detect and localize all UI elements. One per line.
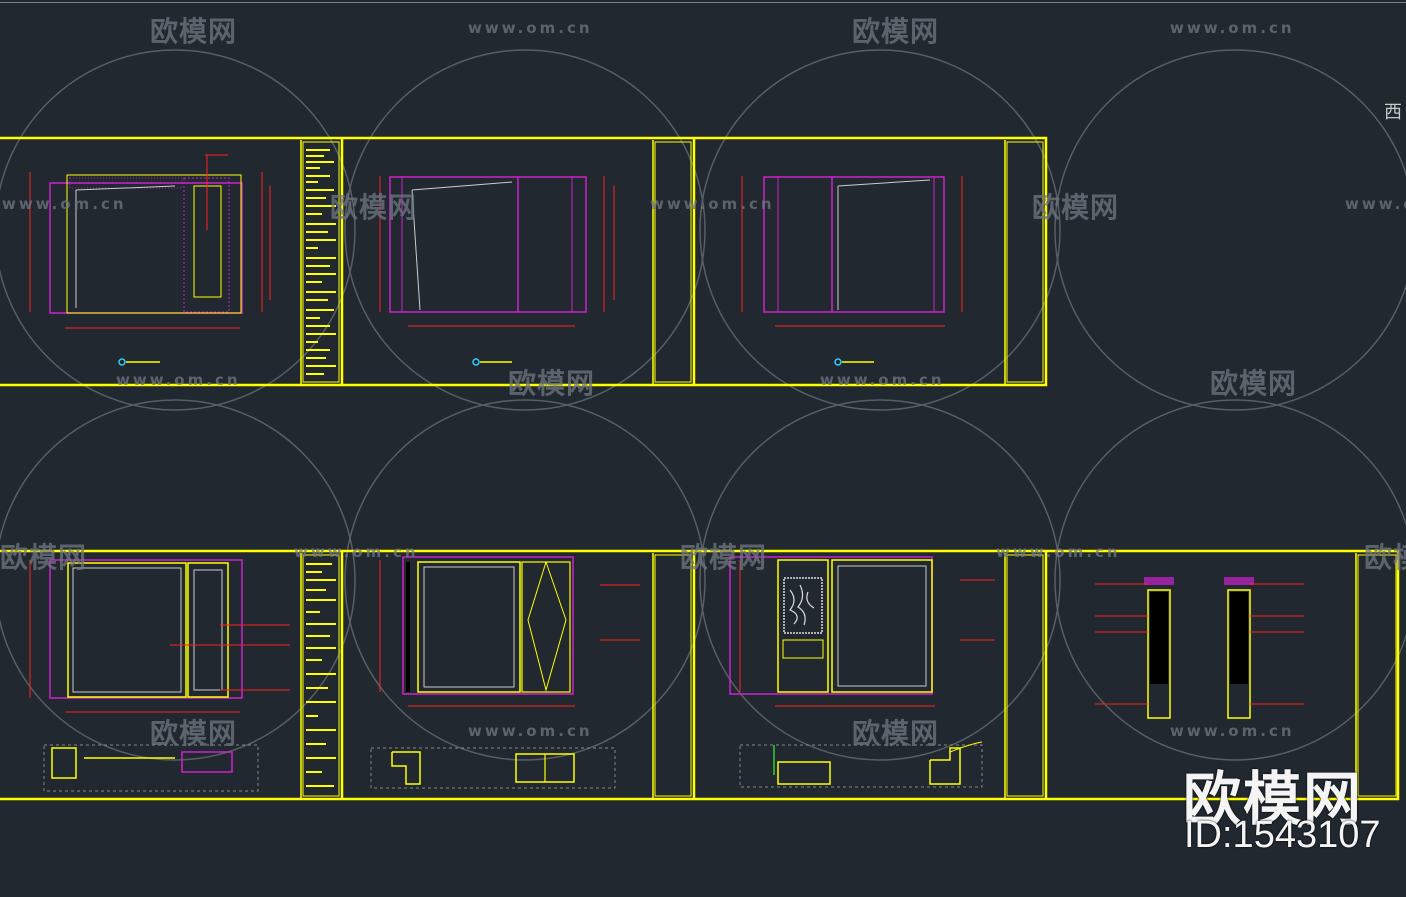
elevation-bottom-3 — [729, 556, 995, 788]
title-block-text-lines — [306, 149, 336, 375]
watermark-url: www.om.cn — [820, 371, 945, 389]
brand-id-label: ID:1543107 — [1184, 814, 1381, 856]
watermark-site-name: 欧模网 — [852, 15, 940, 48]
watermark-url: www.om.cn — [996, 543, 1121, 561]
brand-logo-text: 欧模网 — [1183, 765, 1364, 833]
watermark-url: www.om.cn — [294, 543, 419, 561]
title-block-top-1 — [300, 140, 340, 384]
watermark-site-name: 欧模网 — [1364, 541, 1406, 574]
watermark-url: www.om.cn — [650, 195, 775, 213]
watermark-site-name: 欧模网 — [680, 541, 768, 574]
watermark-site-name: 欧模网 — [852, 717, 940, 750]
title-blocks-bottom — [300, 553, 1397, 798]
watermark-url: www.om.cn — [1170, 19, 1295, 37]
drawing-labels-top — [118, 358, 874, 366]
section-bottom-4 — [1095, 577, 1304, 719]
sheet-row-top — [0, 136, 1048, 387]
watermark-site-name: 欧模网 — [508, 367, 596, 400]
title-block-top-2 — [652, 140, 692, 384]
watermark-arcs — [0, 49, 1406, 761]
watermark-site-name: 欧模网 — [0, 541, 88, 574]
title-block-text-lines-bottom — [306, 563, 336, 787]
title-block-top-3 — [1004, 140, 1044, 384]
watermark-url: www.om.cn — [1170, 722, 1295, 740]
elevation-top-3 — [741, 176, 963, 327]
top-edge-line — [0, 2, 1406, 3]
watermark-url: www.om.cn — [116, 371, 241, 389]
watermark-site-name: 欧模网 — [1210, 367, 1298, 400]
watermark-url: www.om.cn — [468, 19, 593, 37]
elevation-top-1 — [29, 154, 271, 329]
watermark-site-name: 欧模网 — [330, 191, 418, 224]
watermark-url: www.om.cn — [2, 195, 127, 213]
watermark-site-name: 欧模网 — [150, 15, 238, 48]
watermark-site-name: 欧模网 — [1032, 191, 1120, 224]
elevation-top-2 — [379, 176, 615, 327]
edge-label: 西 — [1384, 102, 1402, 123]
watermark-url: www.om.cn — [468, 722, 593, 740]
elevation-bottom-1 — [29, 559, 290, 792]
elevation-bottom-2 — [370, 556, 640, 789]
sheet-row-bottom — [0, 549, 1400, 801]
watermark-site-name: 欧模网 — [150, 717, 238, 750]
watermark-url: www.om.cn — [1345, 195, 1406, 213]
